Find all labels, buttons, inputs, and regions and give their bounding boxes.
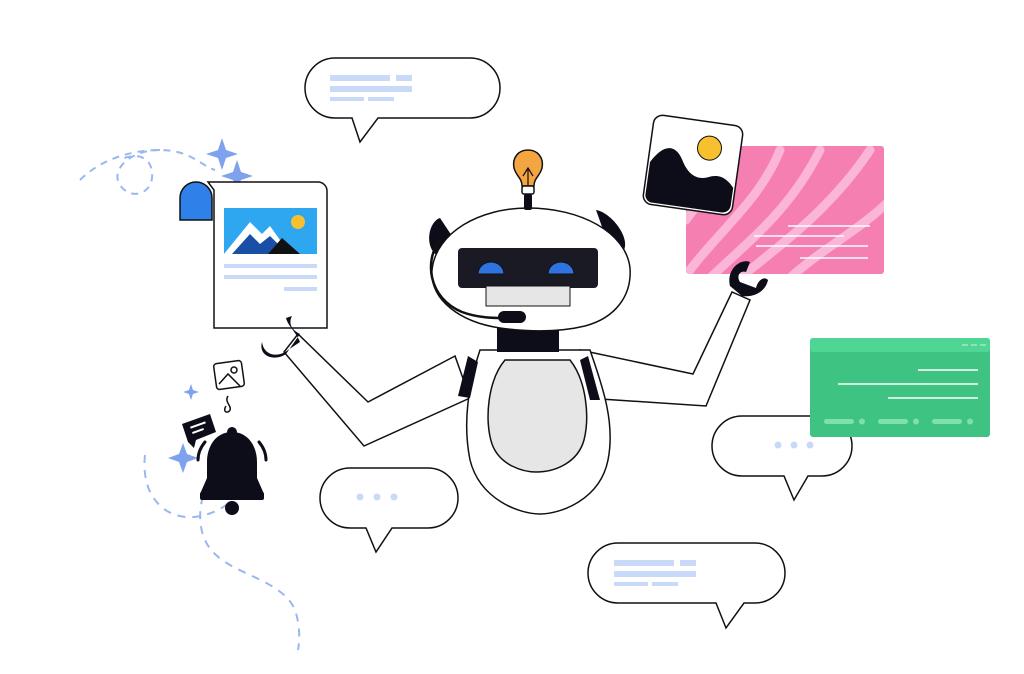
image-thumbnail-icon xyxy=(224,208,317,254)
robot xyxy=(261,149,768,515)
speech-bubble-left xyxy=(319,467,459,554)
text-placeholder-lines xyxy=(614,560,696,586)
headset-icon xyxy=(429,239,526,323)
typing-dots xyxy=(774,441,814,449)
robot-left-arm xyxy=(261,316,471,447)
sparkle-icon xyxy=(168,138,253,473)
speech-bubble-bottom xyxy=(587,542,786,630)
document-card xyxy=(179,181,328,329)
robot-eye-left xyxy=(477,261,505,275)
green-window-card xyxy=(810,338,990,437)
text-placeholder-lines xyxy=(224,264,317,291)
photo-icon xyxy=(212,359,246,413)
robot-mouth-plate xyxy=(485,285,571,307)
text-placeholder-lines xyxy=(330,75,412,101)
photo-card xyxy=(642,114,744,216)
robot-belly xyxy=(487,359,588,473)
robot-antenna xyxy=(524,194,532,210)
text-placeholder-lines xyxy=(754,225,870,259)
dashed-trail-top-left xyxy=(79,148,216,195)
lightbulb-icon xyxy=(512,149,544,195)
chat-message-icon xyxy=(182,414,216,448)
robot-visor xyxy=(458,248,598,288)
speech-bubble-top xyxy=(304,57,501,144)
bell-icon xyxy=(196,427,268,515)
typing-dots xyxy=(356,493,398,501)
robot-eye-right xyxy=(547,261,575,275)
